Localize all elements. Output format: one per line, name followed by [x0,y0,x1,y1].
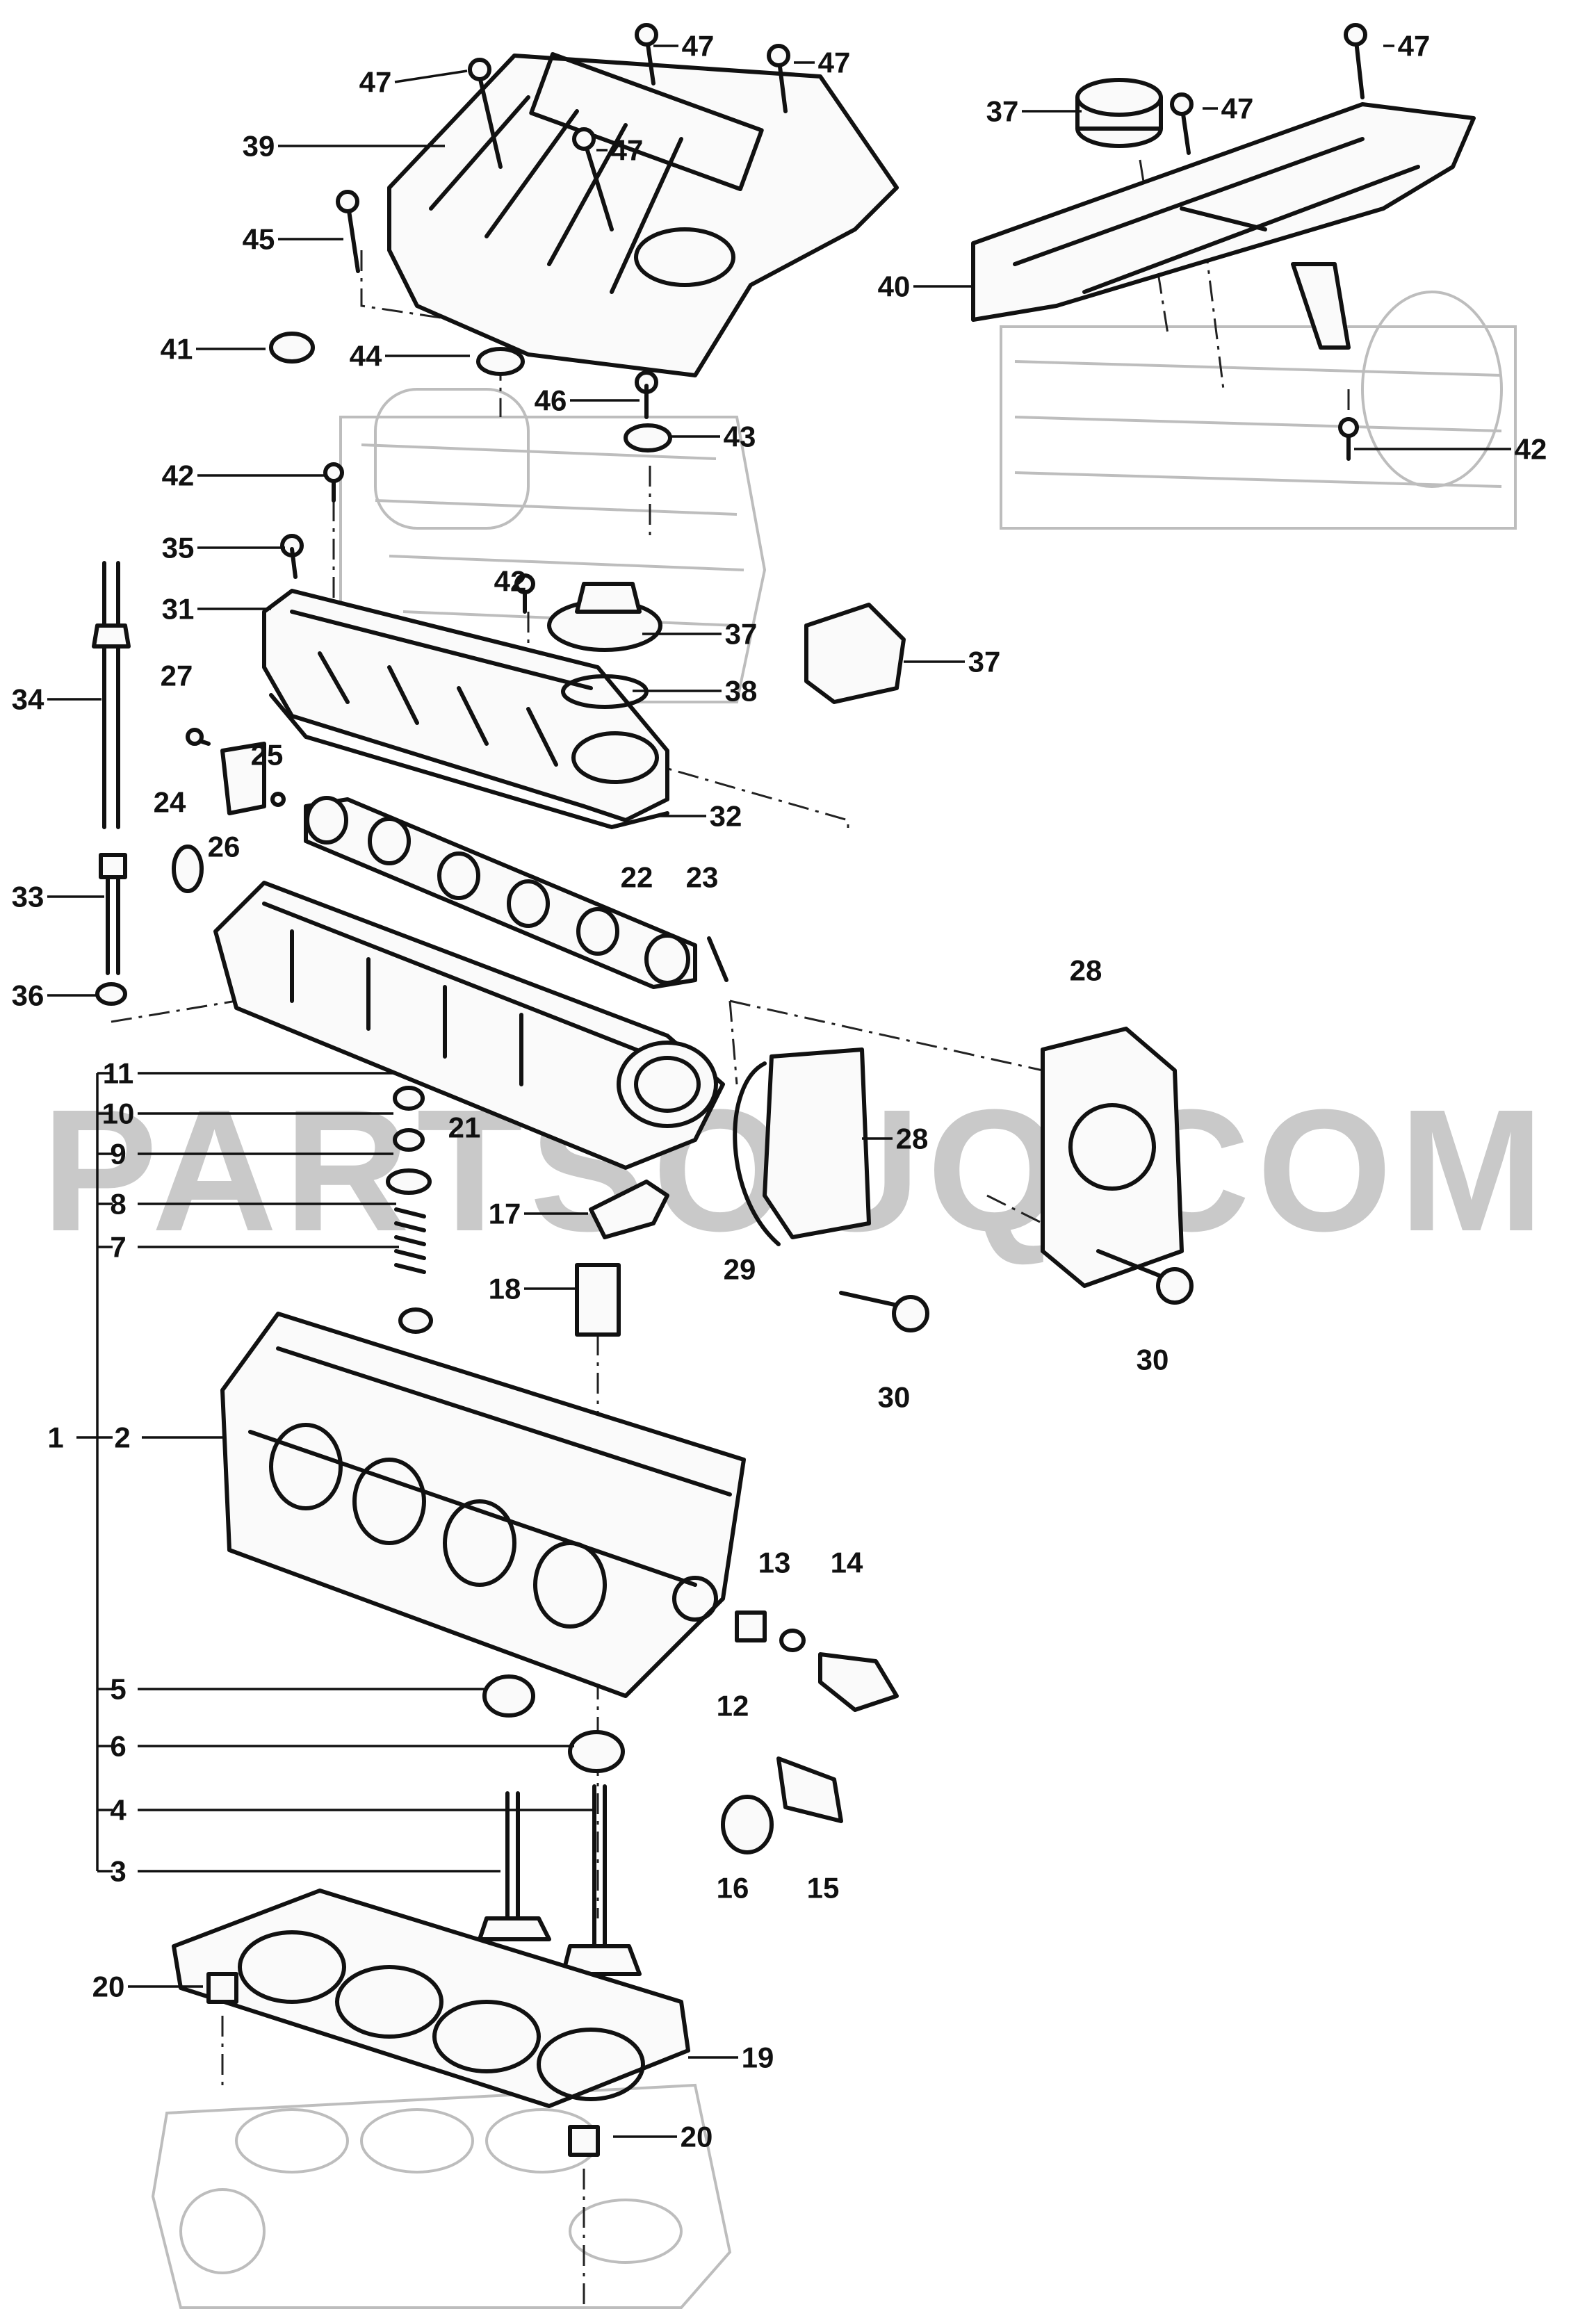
callout-label-19: 19 [742,2041,774,2074]
callout-label-47: 47 [359,66,392,99]
filler-caps [547,582,906,709]
callout-label-30: 30 [878,1381,911,1414]
callout-label-45: 45 [243,223,275,256]
callout-label-21: 21 [448,1111,481,1144]
callout-label-2: 2 [114,1421,130,1454]
callout-label-32: 32 [710,800,742,833]
callout-label-12: 12 [717,1690,749,1722]
callout-label-26: 26 [208,831,241,863]
callout-label-9: 9 [110,1138,126,1171]
cylinder-head [220,1312,746,1698]
callout-label-4: 4 [110,1794,127,1827]
callout-label-39: 39 [243,130,275,163]
small-brackets [172,728,286,893]
callout-label-8: 8 [110,1188,126,1221]
callout-label-20: 20 [92,1971,125,2003]
callout-label-42: 42 [494,565,527,598]
valve-cover [262,589,669,829]
callout-label-44: 44 [350,340,382,373]
callout-label-47: 47 [611,134,644,167]
end-plates [733,1027,1194,1332]
engine-cover [387,51,899,377]
callout-label-17: 17 [489,1198,521,1230]
callout-label-22: 22 [621,861,653,894]
cover-bolts [269,23,1367,614]
callout-label-23: 23 [686,861,719,894]
callout-label-25: 25 [251,739,284,772]
callout-label-28: 28 [896,1123,929,1155]
callout-label-36: 36 [12,979,44,1012]
callout-label-47: 47 [682,30,715,63]
callout-label-41: 41 [161,333,193,366]
callout-label-47: 47 [1398,30,1431,63]
callout-label-11: 11 [103,1057,133,1090]
callout-label-37: 37 [986,95,1019,128]
callout-label-14: 14 [831,1547,863,1579]
group-bracket-1 [76,1072,113,1873]
callout-label-28: 28 [1070,954,1102,987]
callout-label-46: 46 [535,384,567,417]
callout-label-43: 43 [724,421,756,453]
callout-label-30: 30 [1137,1344,1169,1376]
callout-label-37: 37 [725,618,758,651]
callout-label-29: 29 [724,1253,756,1286]
camshaft [304,796,728,989]
sensor-and-plugs [721,1610,899,1854]
callout-label-42: 42 [1515,433,1547,466]
oil-filler-cap [1075,78,1163,148]
camshaft-housing [213,881,725,1170]
callout-label-38: 38 [725,675,758,708]
callout-label-13: 13 [758,1547,791,1579]
head-bolts [92,561,131,1006]
callout-label-40: 40 [878,270,911,303]
callout-label-7: 7 [110,1231,126,1264]
callout-label-33: 33 [12,881,44,913]
callout-label-24: 24 [154,786,186,819]
cover-variant [971,102,1476,350]
leader-line-47 [394,70,468,83]
callout-label-6: 6 [110,1730,126,1763]
callout-label-47: 47 [1221,92,1254,125]
callout-label-10: 10 [102,1098,135,1130]
callout-label-15: 15 [807,1872,840,1905]
valves [478,1674,642,1976]
callout-label-18: 18 [489,1273,521,1305]
callout-label-27: 27 [161,660,193,692]
callout-label-1: 1 [47,1421,63,1454]
callout-leaders [47,44,1511,2138]
callout-label-34: 34 [12,683,44,716]
callout-label-42: 42 [162,459,195,492]
callout-label-20: 20 [681,2121,713,2153]
callout-label-37: 37 [968,646,1001,678]
head-gasket [172,1889,690,2157]
callout-label-47: 47 [818,47,851,79]
callout-label-16: 16 [717,1872,749,1905]
engine-ghost-background [151,291,1517,2309]
callout-label-35: 35 [162,532,195,564]
callout-label-5: 5 [110,1673,126,1706]
callout-label-3: 3 [110,1855,126,1888]
valve-train [386,1086,669,1337]
callout-label-31: 31 [162,593,195,626]
